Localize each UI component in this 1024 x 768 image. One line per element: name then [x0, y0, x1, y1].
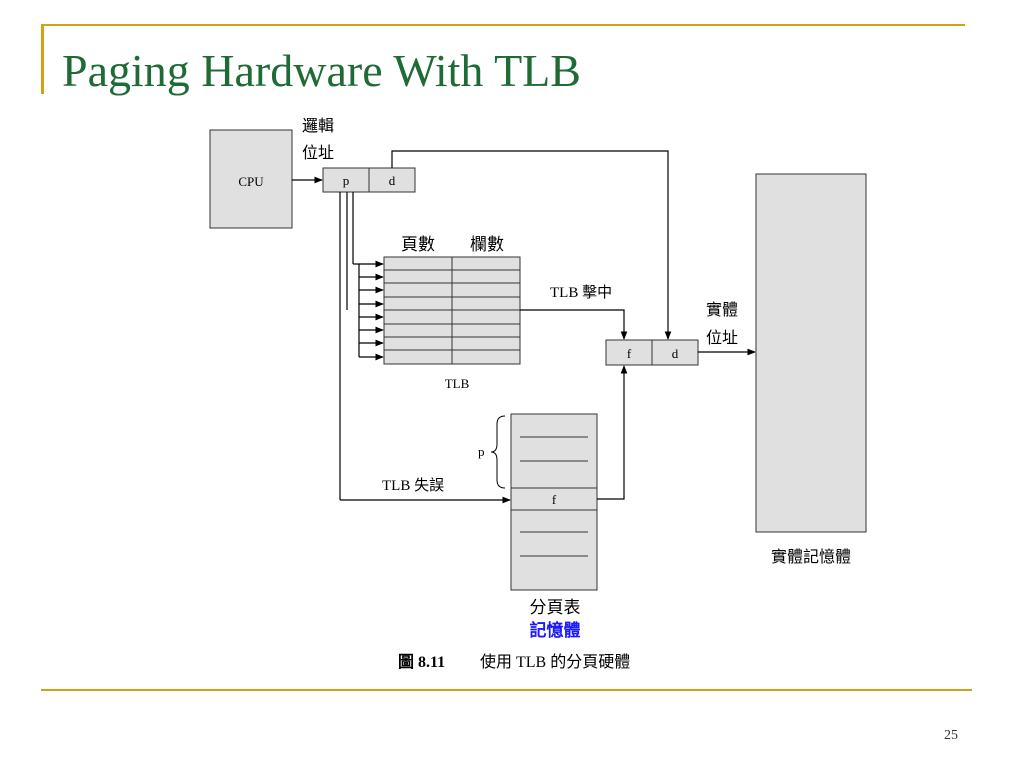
tlb-label: TLB — [445, 376, 470, 391]
tlb-table — [383, 256, 521, 365]
physical-address-label-line2: 位址 — [706, 329, 738, 347]
page-table-to-frame-arrow — [597, 365, 628, 500]
page-table-label: 分頁表 — [530, 598, 581, 617]
physical-address-label-line1: 實體 — [706, 300, 738, 319]
logical-offset-field: d — [389, 173, 396, 188]
tlb-column-page: 頁數 — [401, 235, 435, 254]
slide-title: Paging Hardware With TLB — [62, 45, 581, 96]
tlb-hit-arrow — [520, 309, 628, 340]
page-index-marker: p — [478, 444, 485, 459]
tlb-miss-label: TLB 失誤 — [382, 477, 444, 494]
tlb-column-frame: 欄數 — [470, 235, 504, 254]
footer-line — [41, 689, 972, 691]
physical-memory-label: 實體記憶體 — [771, 547, 851, 566]
left-accent-bar — [41, 24, 44, 94]
logical-page-field: p — [343, 173, 350, 188]
cpu-label: CPU — [238, 174, 264, 189]
figure-number: 圖 8.11 — [398, 653, 445, 671]
physical-memory-block — [755, 173, 867, 533]
page-index-brace — [490, 415, 506, 489]
page-table — [510, 413, 598, 591]
physical-offset-field: d — [672, 346, 679, 361]
page-number: 25 — [944, 728, 958, 743]
tlb-search-arrows — [359, 260, 384, 361]
figure-caption: 使用 TLB 的分頁硬體 — [480, 653, 630, 671]
cpu-box — [209, 129, 293, 229]
memory-label-blue: 記憶體 — [530, 620, 581, 640]
tlb-hit-label: TLB 擊中 — [550, 283, 612, 301]
top-accent-line — [41, 24, 965, 26]
offset-route-arrow — [391, 150, 672, 340]
physical-frame-field: f — [627, 346, 632, 361]
page-table-frame-entry: f — [552, 492, 557, 507]
logical-address-label-line2: 位址 — [302, 144, 334, 162]
logical-address-label-line1: 邏輯 — [302, 117, 334, 135]
